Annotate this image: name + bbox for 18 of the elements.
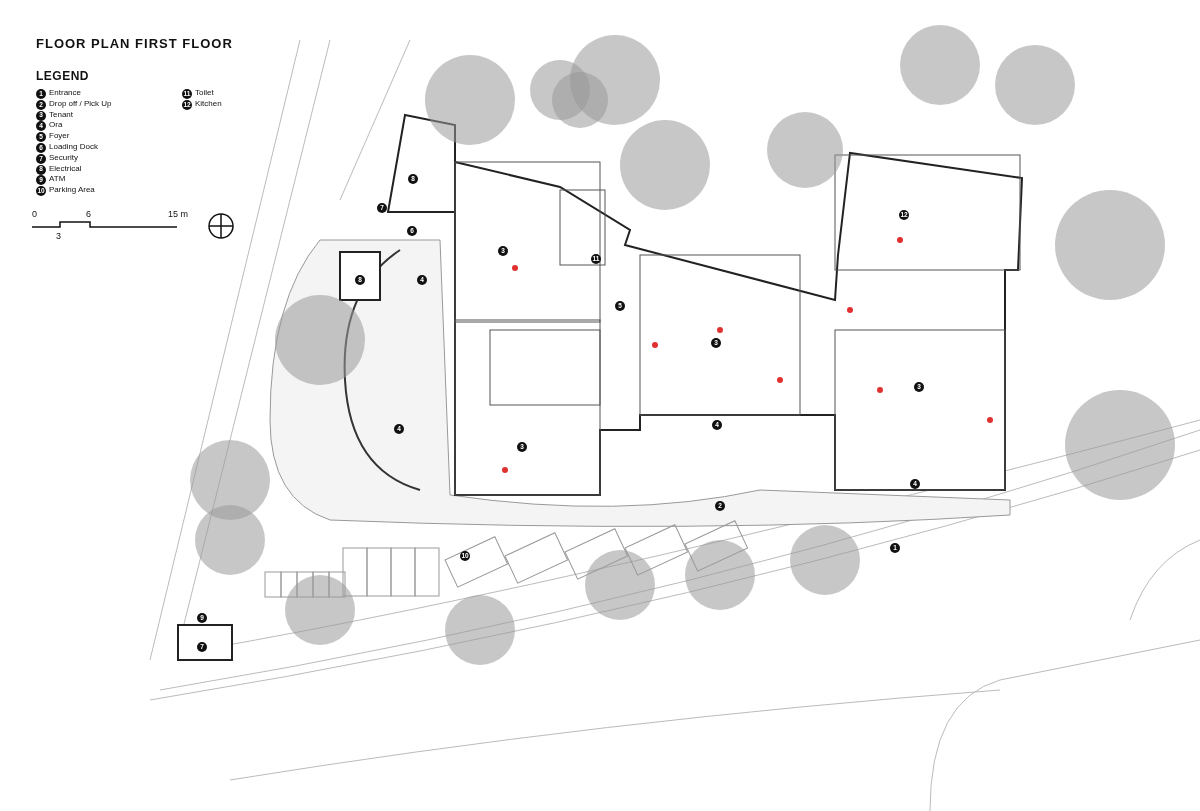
scale-label: 6	[86, 209, 91, 219]
legend-label: Toilet	[195, 88, 214, 97]
legend-label: Foyer	[49, 131, 70, 141]
legend-label: Drop off / Pick Up	[49, 98, 112, 108]
legend-label: Entrance	[49, 88, 82, 97]
legend-label: ATM	[49, 174, 66, 184]
scale-label: 0	[32, 209, 37, 219]
scale-label: 15 m	[168, 209, 188, 219]
legend-label: Electrical	[49, 163, 82, 173]
diagram-title: FLOOR PLAN FIRST FLOOR	[36, 36, 233, 51]
legend-label: Kitchen	[195, 98, 222, 108]
legend-label: Ora	[49, 120, 63, 130]
legend-label: Tenant	[49, 109, 74, 119]
legend-label: Parking Area	[49, 185, 95, 195]
legend-label: Loading Dock	[49, 142, 98, 151]
legend-label: Security	[49, 152, 78, 162]
legend-heading: LEGEND	[36, 69, 89, 83]
scale-label: 3	[56, 231, 61, 241]
